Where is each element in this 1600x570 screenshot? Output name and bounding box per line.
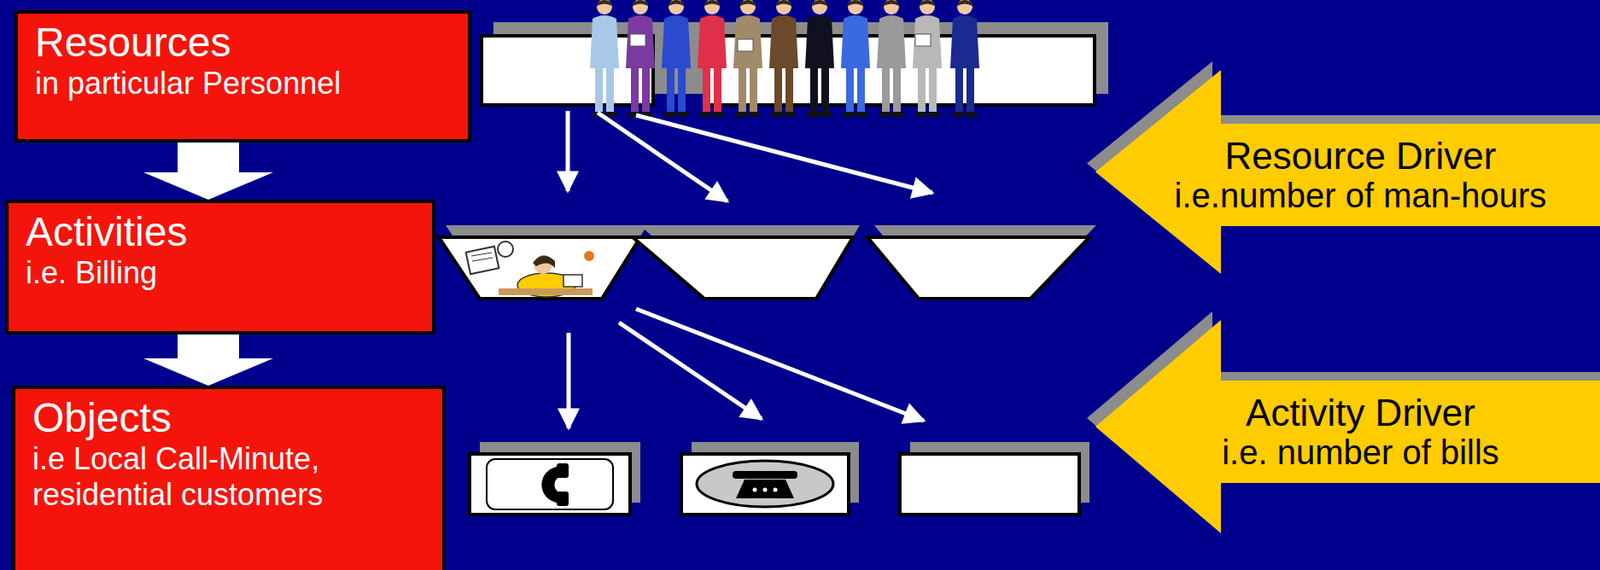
flow-arrow	[143, 334, 274, 386]
activity-arrows	[568, 309, 924, 429]
box-example: i.e. number of bills	[1221, 433, 1500, 472]
billing-clipart	[466, 241, 595, 298]
flow-arrow	[143, 142, 274, 200]
driver-text: Resource Driveri.e.number of man-hours	[1121, 123, 1600, 227]
activity-pools	[438, 225, 1097, 299]
driver-text: Activity Driveri.e. number of bills	[1121, 380, 1600, 484]
box-heading: Objects	[32, 394, 426, 442]
box-heading: Activities	[25, 208, 415, 256]
category-box: Resourcesin particular Personnel	[14, 10, 472, 143]
box-example: i.e.number of man-hours	[1174, 176, 1548, 215]
box-heading: Resource Driver	[1225, 135, 1497, 177]
driver-arrow: Resource Driveri.e.number of man-hours	[1086, 61, 1600, 266]
object-boxes	[469, 442, 1090, 515]
box-heading: Resources	[35, 18, 451, 66]
resource-arrows	[567, 110, 933, 202]
box-example: in particular Personnel	[35, 65, 451, 101]
box-example: i.e. Billing	[25, 255, 415, 291]
handset-icon	[486, 459, 614, 510]
arrow-body	[1095, 320, 1600, 534]
arrow-body	[1095, 70, 1600, 275]
box-example: i.e Local Call-Minute, residential custo…	[32, 441, 426, 513]
personnel-clipart	[589, 0, 980, 117]
category-box: Objectsi.e Local Call-Minute, residentia…	[11, 385, 446, 570]
driver-arrow: Activity Driveri.e. number of bills	[1086, 311, 1600, 526]
box-heading: Activity Driver	[1245, 392, 1476, 434]
category-box: Activitiesi.e. Billing	[5, 199, 436, 335]
telephone-icon	[696, 461, 834, 508]
